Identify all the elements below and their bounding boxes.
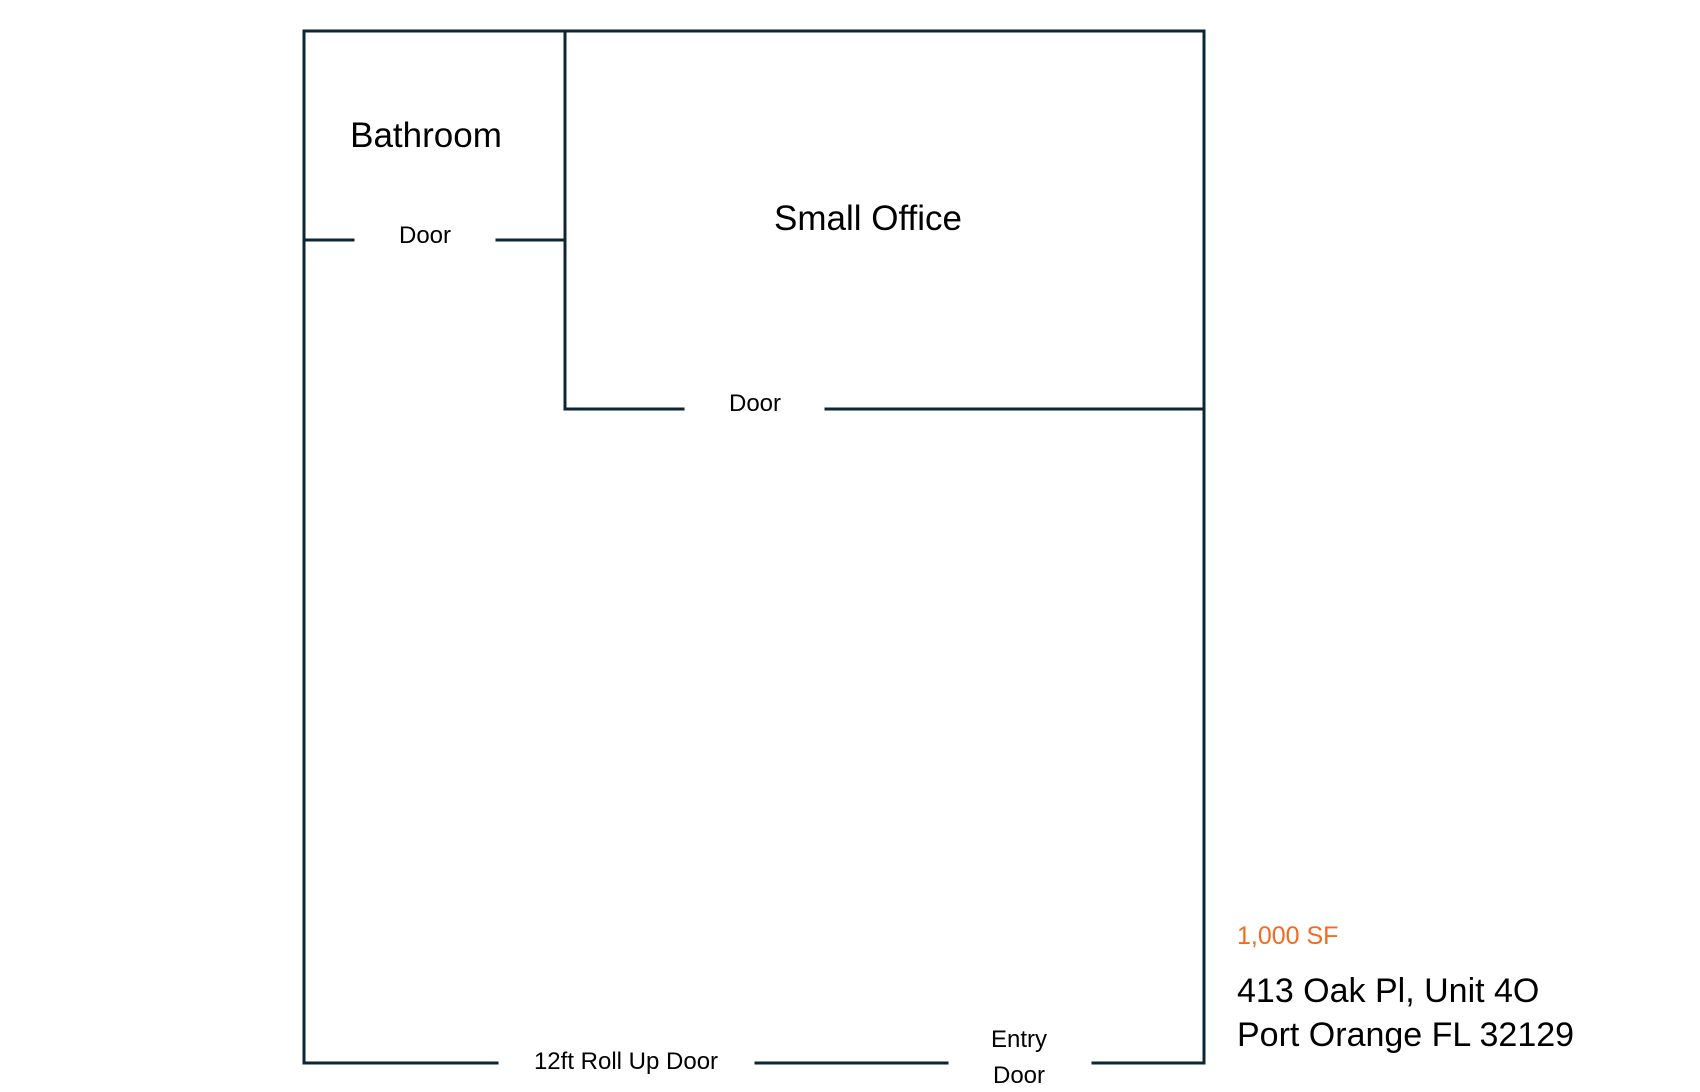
door-label-bathroom: Door [398,222,452,249]
address-line1: 413 Oak Pl, Unit 4O [1237,972,1540,1010]
room-label-small-office: Small Office [773,199,963,238]
door-label-entry-line1: Entry [990,1026,1048,1053]
door-label-roll-up: 12ft Roll Up Door [533,1048,719,1075]
door-label-office: Door [728,390,782,417]
address-line2: Port Orange FL 32129 [1237,1016,1575,1054]
door-label-entry-line2: Door [992,1062,1046,1089]
room-label-bathroom: Bathroom [350,116,502,155]
area-label: 1,000 SF [1237,922,1339,950]
